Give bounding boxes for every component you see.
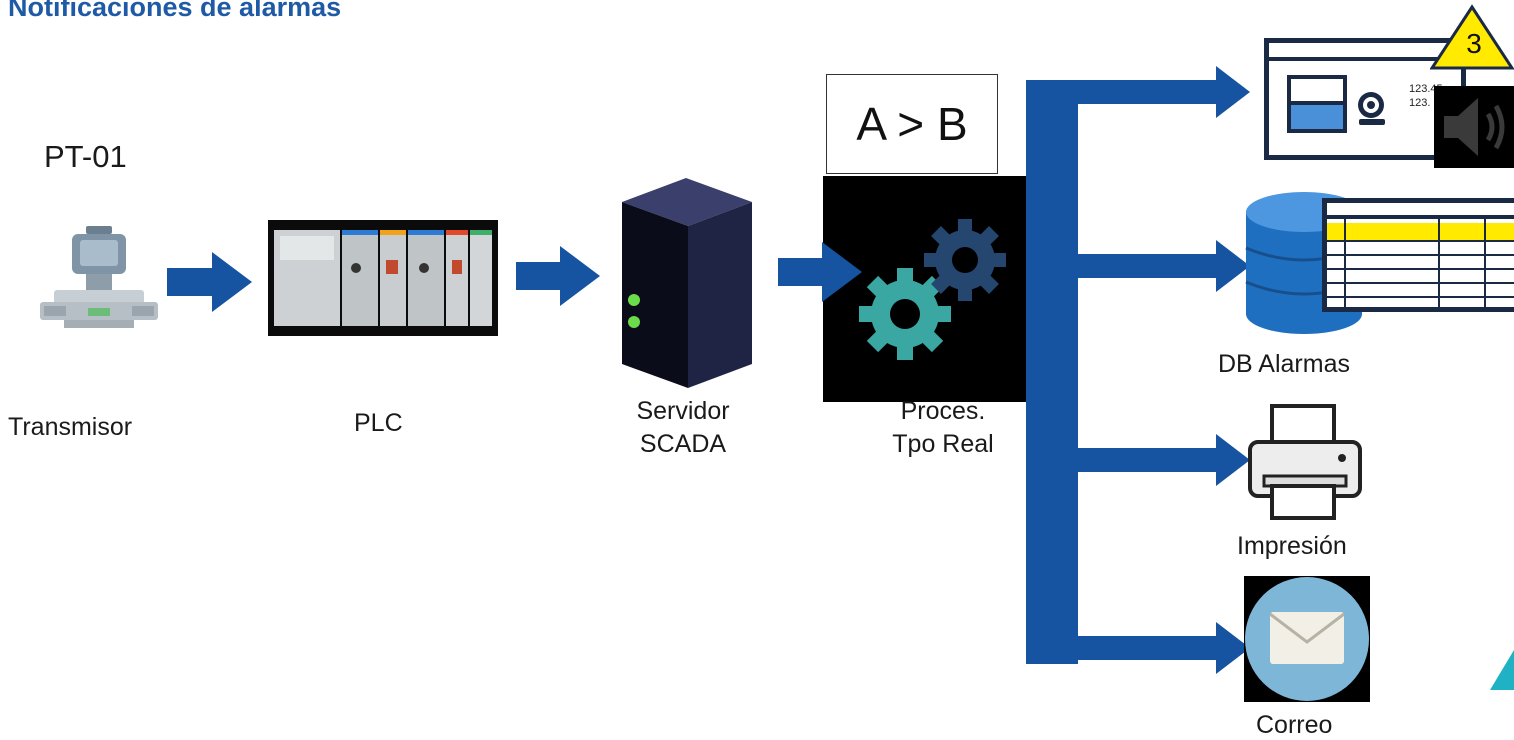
printer-icon (1244, 404, 1368, 522)
email-label: Correo (1256, 711, 1333, 739)
hmi-screen: 123.45 123. (1264, 38, 1471, 160)
alarm-triangle-icon (1430, 4, 1514, 70)
hmi-titlebar-line (1269, 57, 1471, 61)
scada-label-line1: Servidor (636, 397, 730, 425)
arrow-plc-scada (516, 246, 600, 306)
plc-label: PLC (354, 409, 403, 437)
page-title: Notificaciones de alarmas (8, 0, 342, 22)
processor-label-line1: Proces. (900, 397, 986, 425)
processor-label: Proces. Tpo Real (880, 395, 1006, 461)
hmi-value-2: 123. (1409, 97, 1431, 109)
alarm-table-icon (1322, 198, 1514, 312)
hmi-panel (1287, 75, 1347, 133)
alarm-count: 3 (1466, 28, 1482, 59)
arrow-transmitter-plc (167, 252, 252, 312)
scada-server-icon (614, 176, 754, 390)
arrow-to-database (1216, 240, 1250, 292)
distribution-bus (1026, 80, 1078, 664)
rule-box: A > B (826, 74, 998, 174)
arrow-scada-processor (778, 242, 862, 302)
speaker-icon (1434, 86, 1514, 168)
arrow-to-email (1216, 622, 1250, 674)
transmitter-label: Transmisor (8, 413, 133, 441)
email-icon (1244, 576, 1370, 702)
scada-label-line2: SCADA (639, 430, 727, 458)
transmitter-image (34, 222, 164, 334)
database-label: DB Alarmas (1218, 350, 1350, 378)
hmi-camera-icon (1353, 89, 1391, 127)
corner-accent (1490, 650, 1514, 692)
processor-gears-icon (823, 176, 1027, 402)
processor-label-line2: Tpo Real (892, 430, 994, 458)
tag-label: PT-01 (44, 139, 127, 174)
printer-label: Impresión (1237, 532, 1347, 560)
arrow-to-hmi (1216, 66, 1250, 118)
plc-image (268, 220, 498, 336)
arrow-to-printer (1216, 434, 1250, 486)
scada-label: Servidor SCADA (620, 395, 746, 461)
